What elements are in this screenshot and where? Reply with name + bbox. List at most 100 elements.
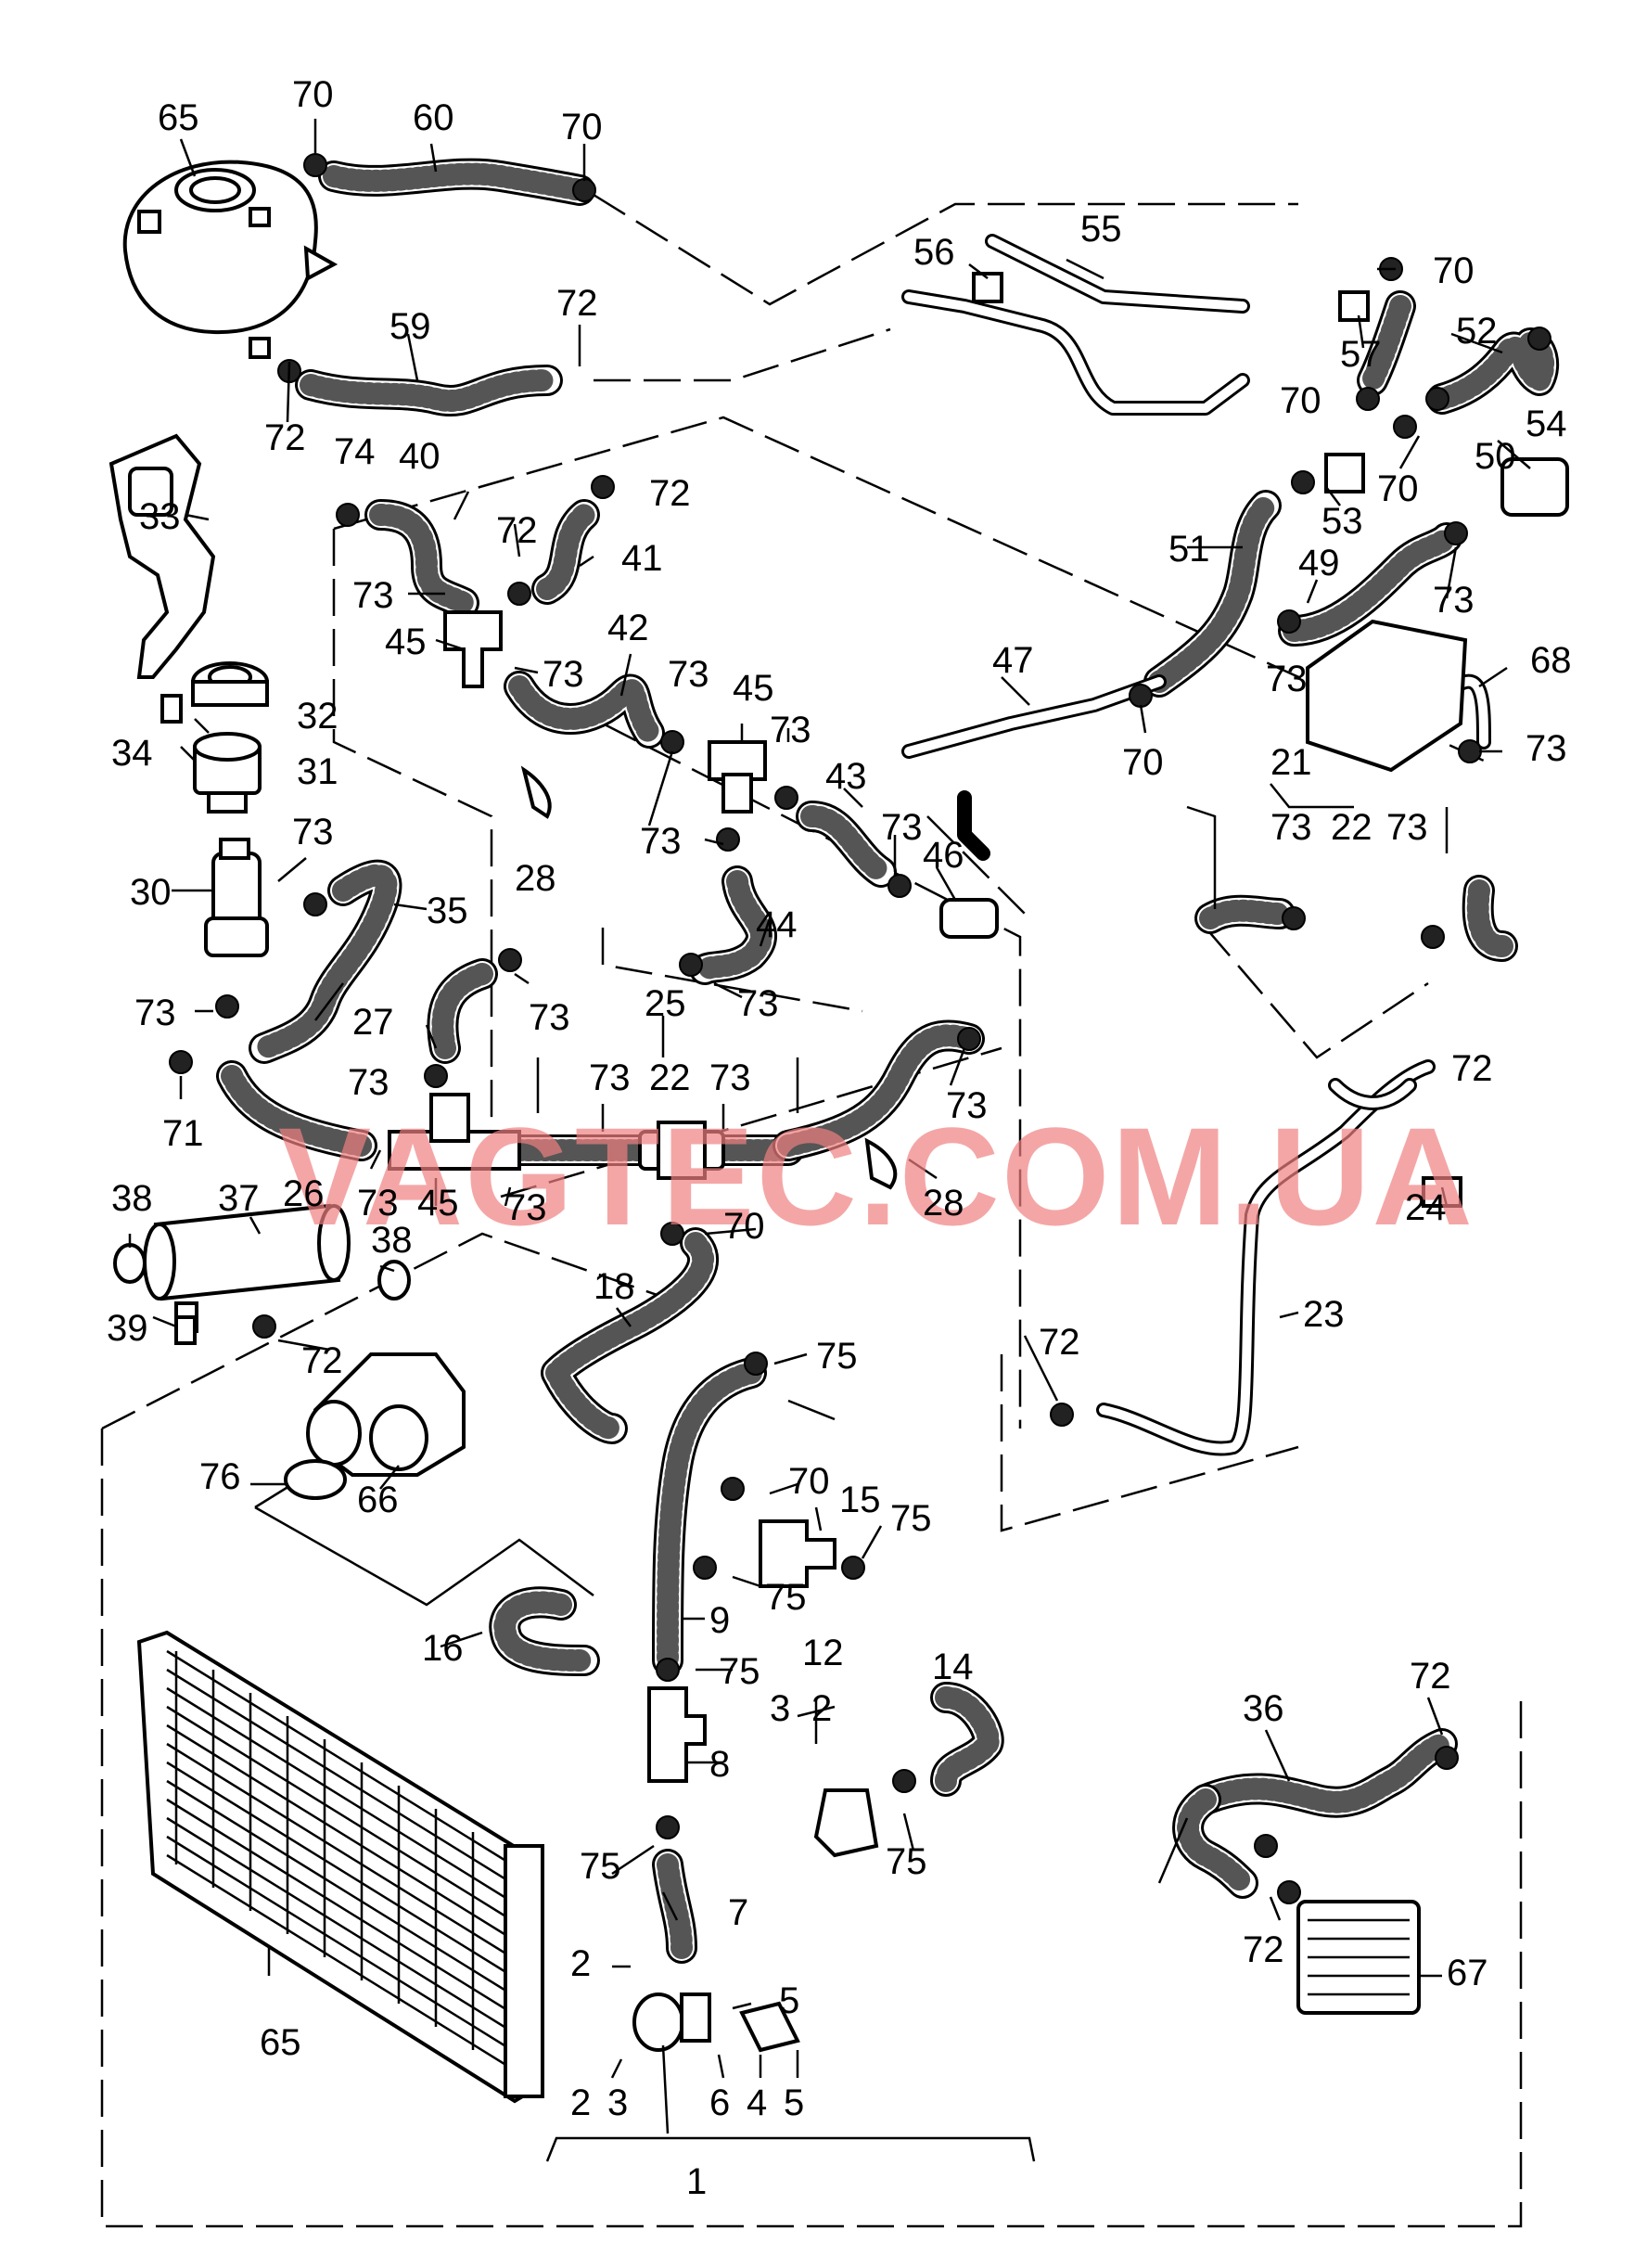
- label-72: 72: [1451, 1048, 1493, 1089]
- label-73: 73: [1270, 807, 1312, 848]
- label-12: 12: [802, 1633, 844, 1673]
- label-72: 72: [1410, 1656, 1451, 1697]
- label-73: 73: [737, 983, 779, 1024]
- label-30: 30: [130, 872, 172, 913]
- label-75: 75: [816, 1336, 858, 1377]
- label-31: 31: [297, 751, 338, 792]
- label-9: 9: [709, 1600, 730, 1641]
- label-32: 32: [297, 696, 338, 737]
- label-59: 59: [389, 306, 431, 347]
- label-72: 72: [1243, 1929, 1284, 1970]
- label-73: 73: [543, 654, 584, 695]
- leader-lines: [128, 119, 1531, 2162]
- label-73: 73: [770, 710, 811, 750]
- label-73: 73: [529, 997, 570, 1038]
- label-72: 72: [264, 417, 306, 458]
- label-72: 72: [649, 473, 691, 514]
- label-38: 38: [371, 1220, 413, 1261]
- label-73: 73: [134, 993, 176, 1033]
- label-4: 4: [747, 2082, 767, 2123]
- label-72: 72: [496, 510, 538, 551]
- label-53: 53: [1321, 501, 1363, 542]
- hoses: [216, 158, 1560, 1964]
- label-40: 40: [399, 436, 440, 477]
- label-15: 15: [839, 1480, 881, 1520]
- label-51: 51: [1168, 529, 1210, 570]
- label-45: 45: [733, 668, 774, 709]
- label-2: 2: [811, 1688, 832, 1729]
- label-66: 66: [357, 1480, 399, 1520]
- label-50: 50: [1475, 436, 1516, 477]
- label-3: 3: [607, 2082, 628, 2123]
- label-60: 60: [413, 97, 454, 138]
- label-68: 68: [1530, 640, 1572, 681]
- label-70: 70: [788, 1461, 830, 1502]
- label-70: 70: [1122, 742, 1164, 783]
- label-5: 5: [779, 1980, 799, 2021]
- label-73: 73: [348, 1062, 389, 1103]
- label-8: 8: [709, 1744, 730, 1785]
- label-75: 75: [580, 1846, 621, 1887]
- label-73: 73: [709, 1057, 751, 1098]
- label-72: 72: [556, 283, 598, 324]
- label-70: 70: [723, 1206, 765, 1247]
- label-33: 33: [139, 496, 181, 537]
- label-73: 73: [352, 575, 394, 616]
- label-21: 21: [1270, 742, 1312, 783]
- label-34: 34: [111, 733, 153, 774]
- label-2: 2: [570, 1943, 591, 1984]
- label-57: 57: [1340, 334, 1382, 375]
- label-71: 71: [162, 1113, 204, 1154]
- label-73: 73: [1266, 659, 1308, 699]
- label-46: 46: [923, 835, 964, 876]
- label-24: 24: [1405, 1187, 1447, 1228]
- label-73: 73: [946, 1085, 988, 1126]
- expansion-tank: [122, 160, 338, 359]
- label-73: 73: [357, 1183, 399, 1224]
- label-65: 65: [158, 97, 199, 138]
- label-7: 7: [728, 1892, 748, 1933]
- label-75: 75: [886, 1841, 927, 1882]
- label-39: 39: [107, 1308, 148, 1349]
- label-72: 72: [1039, 1322, 1080, 1363]
- label-73: 73: [505, 1187, 547, 1228]
- label-3: 3: [770, 1688, 790, 1729]
- components: [109, 272, 1569, 2053]
- label-75: 75: [719, 1651, 760, 1692]
- label-73: 73: [668, 654, 709, 695]
- label-72: 72: [301, 1340, 343, 1381]
- radiator: [136, 1630, 544, 2104]
- part-labels: 65 70 60 70 72 59 72 55 56 70 52 57 70 5…: [107, 74, 1572, 2202]
- label-28: 28: [923, 1183, 964, 1224]
- label-70: 70: [1433, 250, 1475, 291]
- rigid-pipes: [901, 234, 1491, 1456]
- label-65: 65: [260, 2022, 301, 2063]
- label-55: 55: [1080, 209, 1122, 250]
- label-38: 38: [111, 1178, 153, 1219]
- label-75: 75: [765, 1577, 807, 1618]
- label-49: 49: [1298, 543, 1340, 583]
- label-73: 73: [1386, 807, 1428, 848]
- label-74: 74: [334, 431, 376, 472]
- label-73: 73: [1526, 728, 1567, 769]
- label-14: 14: [932, 1647, 974, 1687]
- label-45: 45: [385, 621, 427, 662]
- label-27: 27: [352, 1002, 394, 1043]
- label-22: 22: [1331, 807, 1372, 848]
- label-73: 73: [1433, 580, 1475, 621]
- label-6: 6: [709, 2082, 730, 2123]
- label-26: 26: [283, 1173, 325, 1214]
- label-45: 45: [417, 1183, 459, 1224]
- label-1: 1: [686, 2161, 707, 2202]
- label-18: 18: [594, 1266, 635, 1307]
- label-75: 75: [890, 1498, 932, 1539]
- label-42: 42: [607, 608, 649, 648]
- label-73: 73: [640, 821, 682, 862]
- label-16: 16: [422, 1628, 464, 1669]
- label-25: 25: [645, 983, 686, 1024]
- label-54: 54: [1526, 404, 1567, 444]
- label-23: 23: [1303, 1294, 1345, 1335]
- label-5: 5: [784, 2082, 804, 2123]
- label-73: 73: [589, 1057, 631, 1098]
